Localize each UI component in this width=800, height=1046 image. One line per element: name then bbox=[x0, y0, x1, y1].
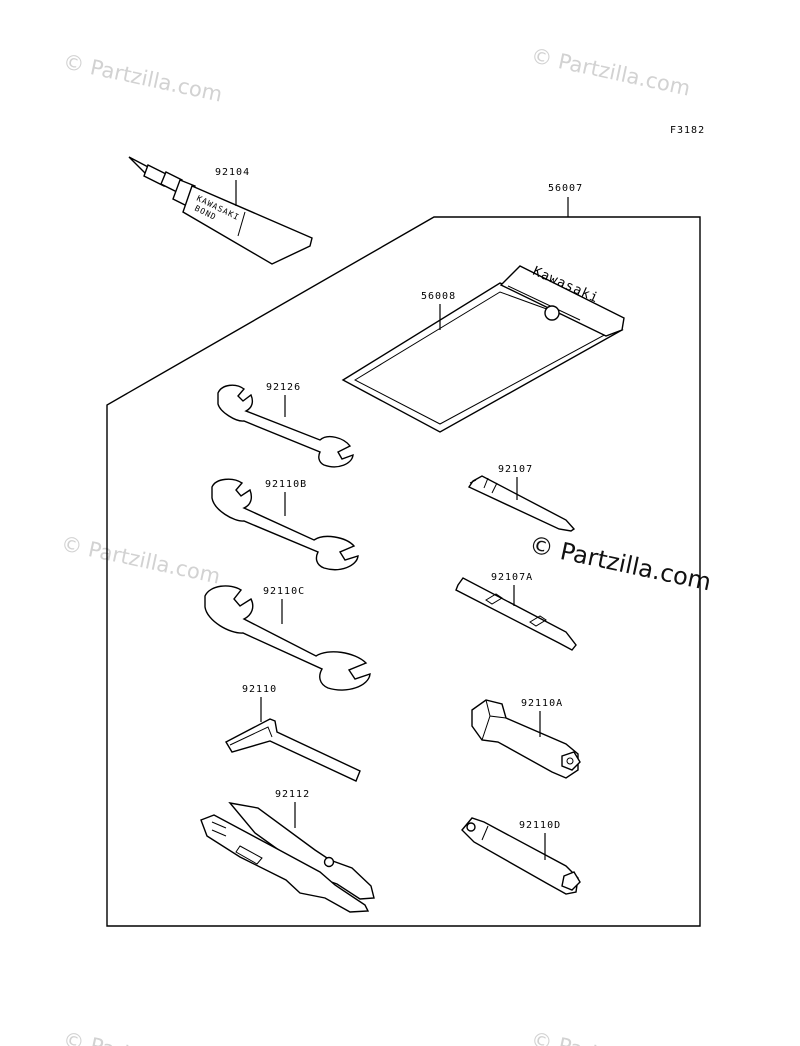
label-92110B[interactable]: 92110B bbox=[265, 479, 307, 490]
label-92126[interactable]: 92126 bbox=[266, 382, 301, 393]
watermark-center: © Partzilla.com bbox=[527, 530, 714, 596]
watermark: © Partzilla.com bbox=[61, 49, 225, 106]
watermark: © Partzilla.com bbox=[529, 1027, 693, 1046]
label-92104[interactable]: 92104 bbox=[215, 167, 250, 178]
label-92112[interactable]: 92112 bbox=[275, 789, 310, 800]
watermark: © Partzilla.com bbox=[529, 43, 693, 100]
box-wrench-92110A bbox=[471, 699, 581, 779]
pliers bbox=[200, 801, 375, 913]
label-92110A[interactable]: 92110A bbox=[521, 698, 563, 709]
label-56008[interactable]: 56008 bbox=[421, 291, 456, 302]
label-92107A[interactable]: 92107A bbox=[491, 572, 533, 583]
screwdriver-blade bbox=[455, 577, 577, 651]
label-92110D[interactable]: 92110D bbox=[519, 820, 561, 831]
label-92110[interactable]: 92110 bbox=[242, 684, 277, 695]
tool-pouch: Kawasaki bbox=[341, 264, 625, 433]
label-92110C[interactable]: 92110C bbox=[263, 586, 305, 597]
hex-key bbox=[225, 718, 361, 782]
wrench-92110C bbox=[204, 585, 371, 691]
watermark: © Partzilla.com bbox=[61, 1027, 225, 1046]
label-56007[interactable]: 56007 bbox=[548, 183, 583, 194]
watermark: © Partzilla.com bbox=[59, 531, 223, 588]
figure-code: F3182 bbox=[670, 125, 705, 136]
screwdriver bbox=[467, 475, 576, 532]
wrench-92126 bbox=[217, 384, 354, 468]
bond-tube: KAWASAKI BOND bbox=[128, 156, 313, 265]
label-92107[interactable]: 92107 bbox=[498, 464, 533, 475]
tool-kit-outline bbox=[106, 216, 701, 927]
tube-wrench-92110D bbox=[461, 817, 581, 895]
watermarks: © Partzilla.com © Partzilla.com © Partzi… bbox=[59, 43, 714, 1046]
wrench-92110B bbox=[211, 478, 359, 571]
